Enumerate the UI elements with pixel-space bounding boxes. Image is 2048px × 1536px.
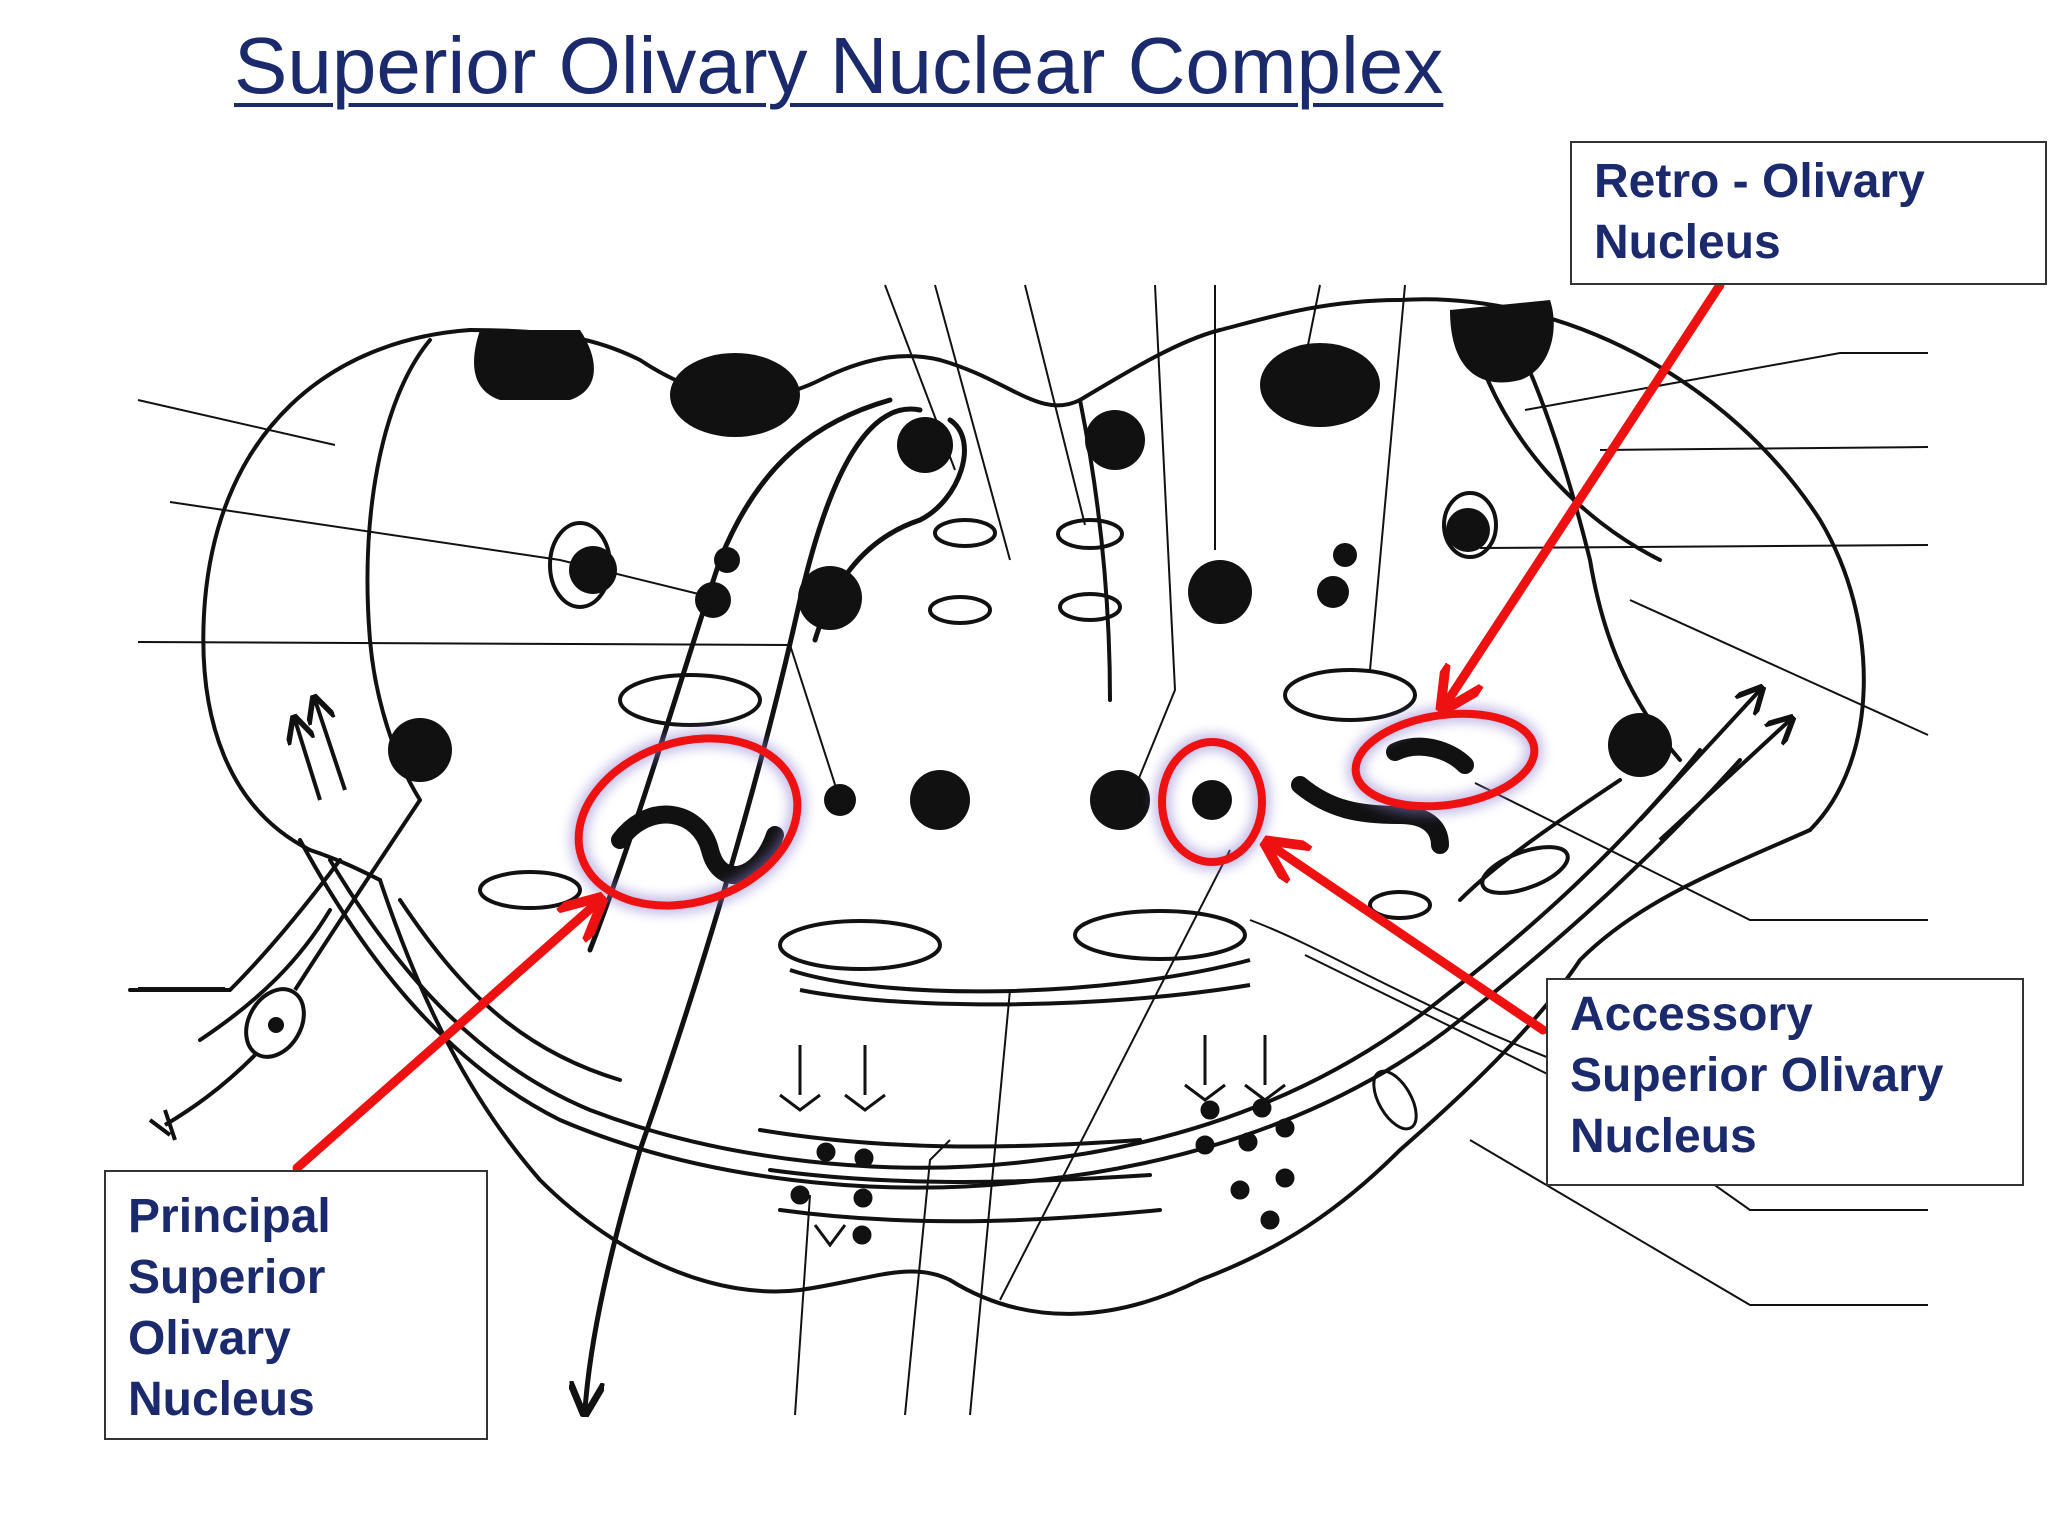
arrow-icon <box>295 690 1790 842</box>
nuclei-black <box>388 300 1672 830</box>
label-principal-superior-olivary-nucleus: Principal Superior Olivary Nucleus <box>104 1170 488 1440</box>
terminal-clusters <box>779 1035 1418 1248</box>
label-retro-olivary-nucleus: Retro - Olivary Nucleus <box>1570 141 2047 285</box>
arrow-icon <box>292 280 1725 1173</box>
leader-lines <box>137 284 1929 1416</box>
principal-son-shape <box>611 805 784 884</box>
page-title: Superior Olivary Nuclear Complex <box>234 21 1444 110</box>
afferent-neuron <box>148 798 422 1141</box>
label-accessory-superior-olivary-nucleus: Accessory Superior Olivary Nucleus <box>1546 978 2024 1186</box>
right-olivary-shapes <box>1291 737 1474 854</box>
